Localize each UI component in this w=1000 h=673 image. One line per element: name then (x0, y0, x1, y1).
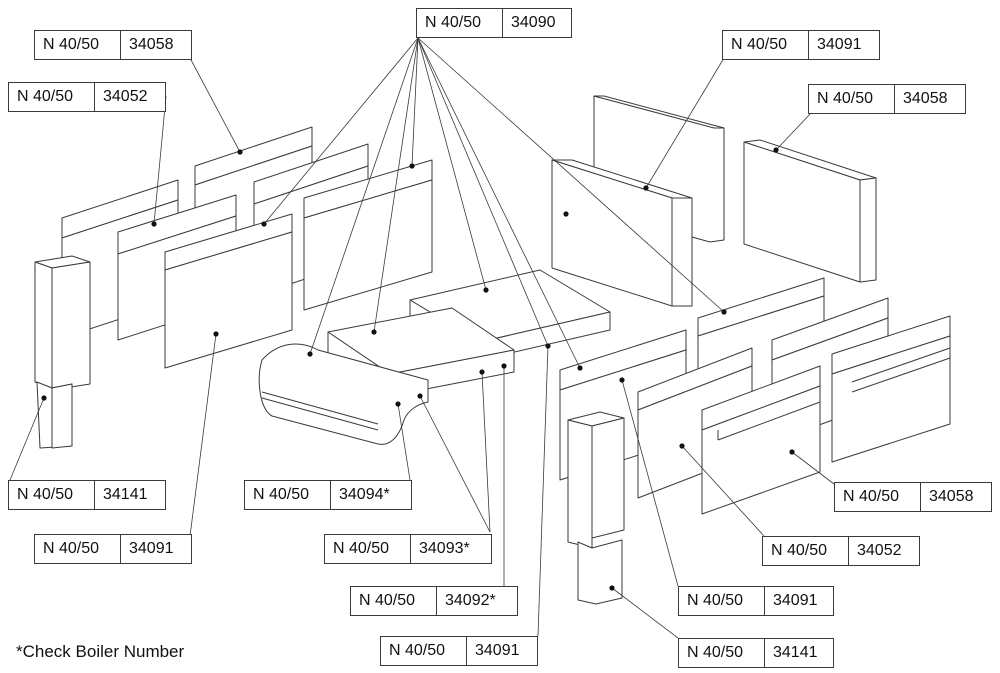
callout-part-number: 34091 (817, 36, 862, 53)
callout-part-number: 34090 (511, 14, 556, 31)
callout-model: N 40/50 (35, 535, 121, 563)
brick-left-front (164, 213, 293, 369)
brick-right-post (567, 411, 625, 605)
callout-top-right-lower: N 40/50 34058 (808, 84, 966, 114)
brick-center-curved (258, 343, 429, 445)
callout-model: N 40/50 (381, 637, 467, 665)
callout-part-number: 34091 (475, 642, 520, 659)
brick-right-far (743, 139, 877, 283)
callout-model: N 40/50 (325, 535, 411, 563)
callout-bottom-right-1: N 40/50 34058 (834, 482, 992, 512)
callout-bottom-right-4: N 40/50 34141 (678, 638, 834, 668)
brick-left-post (34, 255, 91, 449)
callout-part-number: 34058 (929, 488, 974, 505)
callout-model: N 40/50 (35, 31, 121, 59)
callout-part-number: 34091 (773, 592, 818, 609)
callout-top-right-upper: N 40/50 34091 (722, 30, 880, 60)
footnote: *Check Boiler Number (16, 642, 185, 661)
callout-part-number: 34091 (129, 540, 174, 557)
callout-model: N 40/50 (809, 85, 895, 113)
callout-top-left-upper: N 40/50 34058 (34, 30, 192, 60)
callout-model: N 40/50 (9, 481, 95, 509)
brick-right-low-6 (701, 365, 821, 515)
callout-bottom-left-lower: N 40/50 34091 (34, 534, 192, 564)
callout-model: N 40/50 (723, 31, 809, 59)
callout-top-left-lower: N 40/50 34052 (8, 82, 166, 112)
callout-bottom-right-3: N 40/50 34091 (678, 586, 834, 616)
callout-model: N 40/50 (245, 481, 331, 509)
callout-model: N 40/50 (351, 587, 437, 615)
callout-bottom-left-upper: N 40/50 34141 (8, 480, 166, 510)
callout-bottom-mid-3: N 40/50 34092* (350, 586, 518, 616)
callout-part-number: 34093* (419, 540, 470, 557)
callout-part-number: 34141 (103, 486, 148, 503)
callout-part-number: 34094* (339, 486, 390, 503)
callout-part-number: 34141 (773, 644, 818, 661)
callout-model: N 40/50 (763, 537, 849, 565)
callout-part-number: 34092* (445, 592, 496, 609)
callout-part-number: 34052 (103, 88, 148, 105)
callout-model: N 40/50 (417, 9, 503, 37)
callout-bottom-mid-2: N 40/50 34093* (324, 534, 492, 564)
callout-model: N 40/50 (679, 639, 765, 667)
callout-model: N 40/50 (835, 483, 921, 511)
callout-part-number: 34058 (129, 36, 174, 53)
brick-right-low-3 (831, 315, 951, 463)
callout-bottom-mid-4: N 40/50 34091 (380, 636, 538, 666)
callout-bottom-mid-1: N 40/50 34094* (244, 480, 412, 510)
callout-model: N 40/50 (679, 587, 765, 615)
leader-dots (41, 147, 795, 591)
leader-lines (9, 37, 835, 639)
callout-part-number: 34052 (857, 542, 902, 559)
callout-bottom-right-2: N 40/50 34052 (762, 536, 920, 566)
callout-model: N 40/50 (9, 83, 95, 111)
callout-part-number: 34058 (903, 90, 948, 107)
callout-top-center: N 40/50 34090 (416, 8, 572, 38)
